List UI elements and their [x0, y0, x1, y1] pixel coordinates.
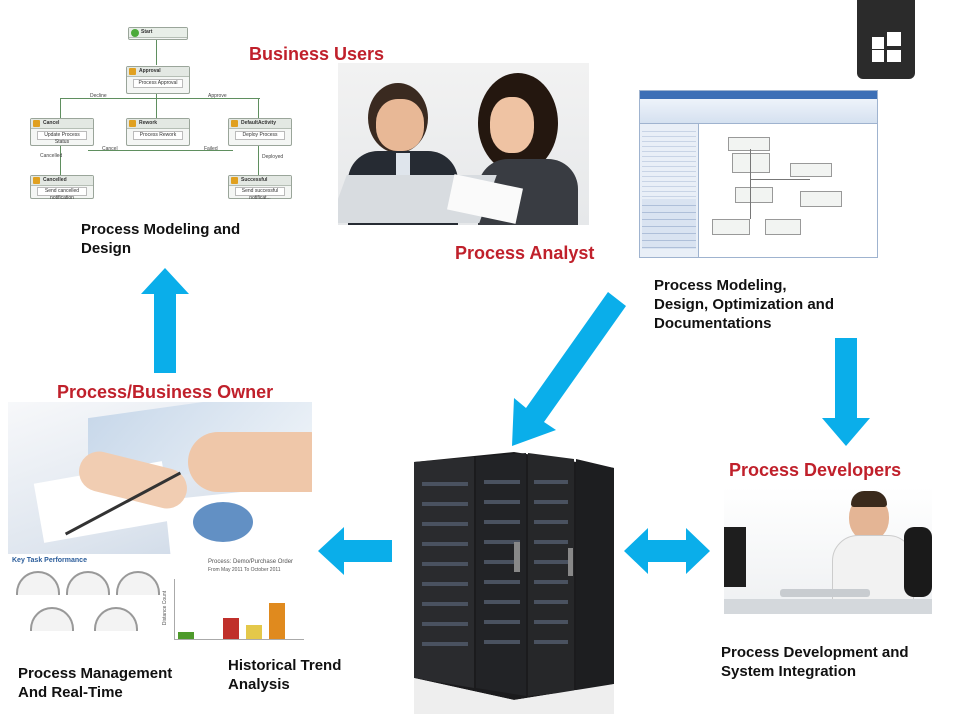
arrow-left-icon: [318, 527, 392, 575]
arrow-diagonal-icon: [512, 292, 626, 446]
chart-axis-x: [174, 639, 304, 640]
workflow-diagram: Start Approval Process Approval Decline …: [18, 18, 308, 208]
arrow-up-icon: [141, 268, 189, 373]
role-process-developers: Process Developers: [729, 460, 902, 480]
chart-axis: [174, 579, 175, 639]
chart-bar-1: [178, 632, 194, 639]
process-owner-photo: [8, 402, 312, 554]
gauge-5: [94, 607, 138, 631]
wf-successful-node: Successful Send successful notificat...: [228, 175, 292, 201]
wf-default-node: DefaultActivity Deploy Process: [228, 118, 292, 146]
chart-bar-4: [269, 603, 285, 639]
process-developer-photo: [724, 487, 932, 614]
edge-approve-label: Approve: [208, 93, 227, 99]
chart-bar-2: [223, 618, 239, 639]
wf-approval-node: Approval Process Approval: [126, 66, 190, 94]
chart-caption: Process: Demo/Purchase Order: [208, 559, 294, 565]
gauge-2: [66, 571, 110, 595]
gauge-1: [16, 571, 60, 595]
gauge-3: [116, 571, 160, 595]
chart-subcaption: From May 2011 To October 2011: [208, 567, 281, 573]
chart-bar-3: [246, 625, 262, 639]
arrow-down-icon: [822, 338, 870, 446]
chart-y-label: Distance Count: [162, 590, 169, 626]
wf-rework-node: Rework Process Rework: [126, 118, 190, 146]
edge-decline-label: Decline: [90, 93, 107, 99]
dashboard-title: Key Task Performance: [12, 557, 87, 564]
edge-cancel-label: Cancel: [102, 146, 118, 152]
role-process-owner: Process/Business Owner: [57, 382, 274, 402]
caption-modeling-docs: Process Modeling,Design, Optimization an…: [654, 277, 835, 332]
server-rack-image: [414, 452, 614, 714]
dashboard-panel: Key Task Performance Process: Demo/Purch…: [8, 555, 312, 655]
edge-cancelled-label: Cancelled: [40, 153, 63, 159]
wf-cancelled-node: Cancelled Send cancelled notification: [30, 175, 94, 201]
wf-start-node: Start: [128, 27, 188, 40]
role-process-analyst: Process Analyst: [455, 243, 595, 263]
business-users-photo: [338, 63, 589, 225]
gauge-4: [30, 607, 74, 631]
wf-cancel-node: Cancel Update Process Status: [30, 118, 94, 146]
process-designer-screenshot: [639, 90, 878, 258]
edge-deployed-label: Deployed: [262, 154, 284, 160]
arrow-double-icon: [624, 528, 710, 574]
role-business-users: Business Users: [249, 44, 385, 64]
edge-failed-label: Failed: [204, 146, 218, 152]
grid-logo-icon: [857, 0, 915, 79]
